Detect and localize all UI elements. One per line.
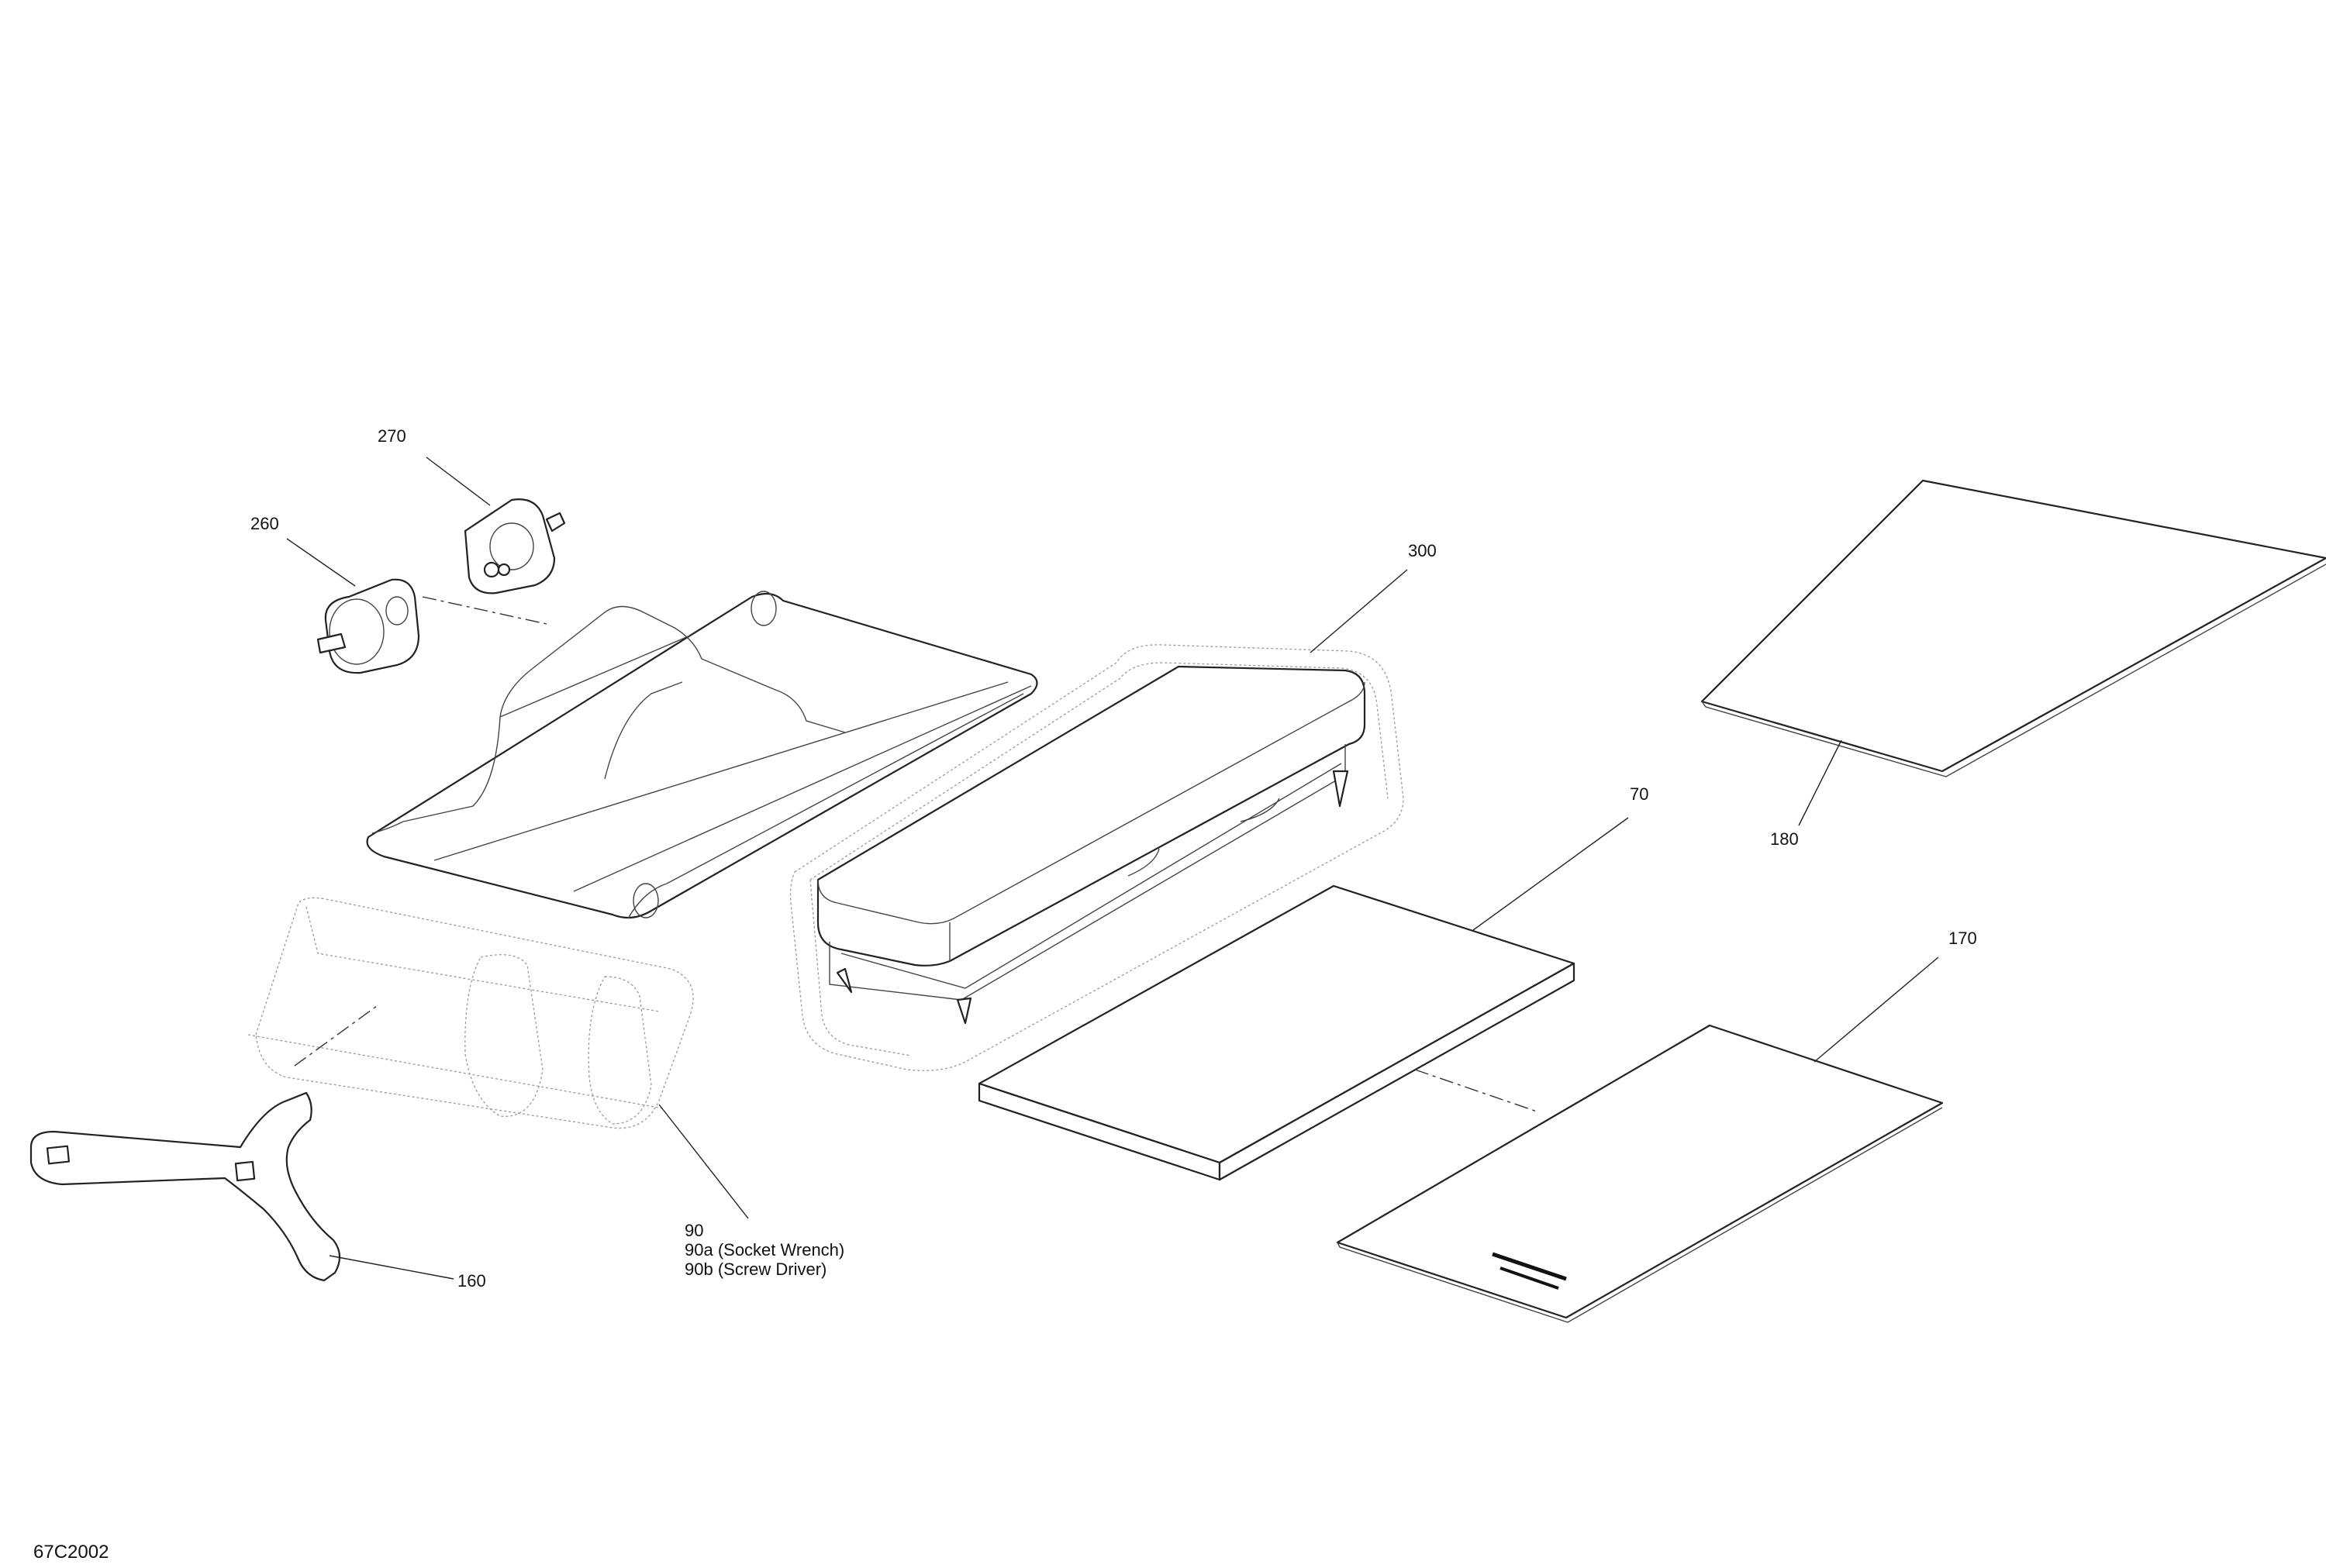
callout-300: 300 [1408,541,1437,560]
part-90-tool-pouch [247,897,749,1219]
callout-180: 180 [1770,829,1799,849]
callout-160: 160 [457,1271,486,1291]
callout-90a: 90a (Socket Wrench) [685,1240,844,1260]
part-170-sheet [1336,956,1944,1323]
callout-260: 260 [250,514,279,533]
part-270-cover [426,457,566,594]
centerline-70-170 [1414,1069,1540,1113]
part-180-sheet [1700,479,2326,826]
callout-90b: 90b (Screw Driver) [685,1260,827,1279]
diagram-code: 67C2002 [33,1542,109,1563]
callout-90: 90 [685,1221,703,1240]
callout-270: 270 [378,426,406,446]
centerline-260-300 [422,596,547,625]
part-260-knob [286,538,420,674]
callout-70: 70 [1630,784,1648,804]
tray-lid [366,591,1038,919]
part-300-storage-bin [789,569,1408,1071]
part-70-panel [978,817,1629,1181]
callout-170: 170 [1948,929,1977,948]
part-160-spanner-wrench [29,1091,454,1282]
warning-label-icon [1492,1252,1567,1290]
